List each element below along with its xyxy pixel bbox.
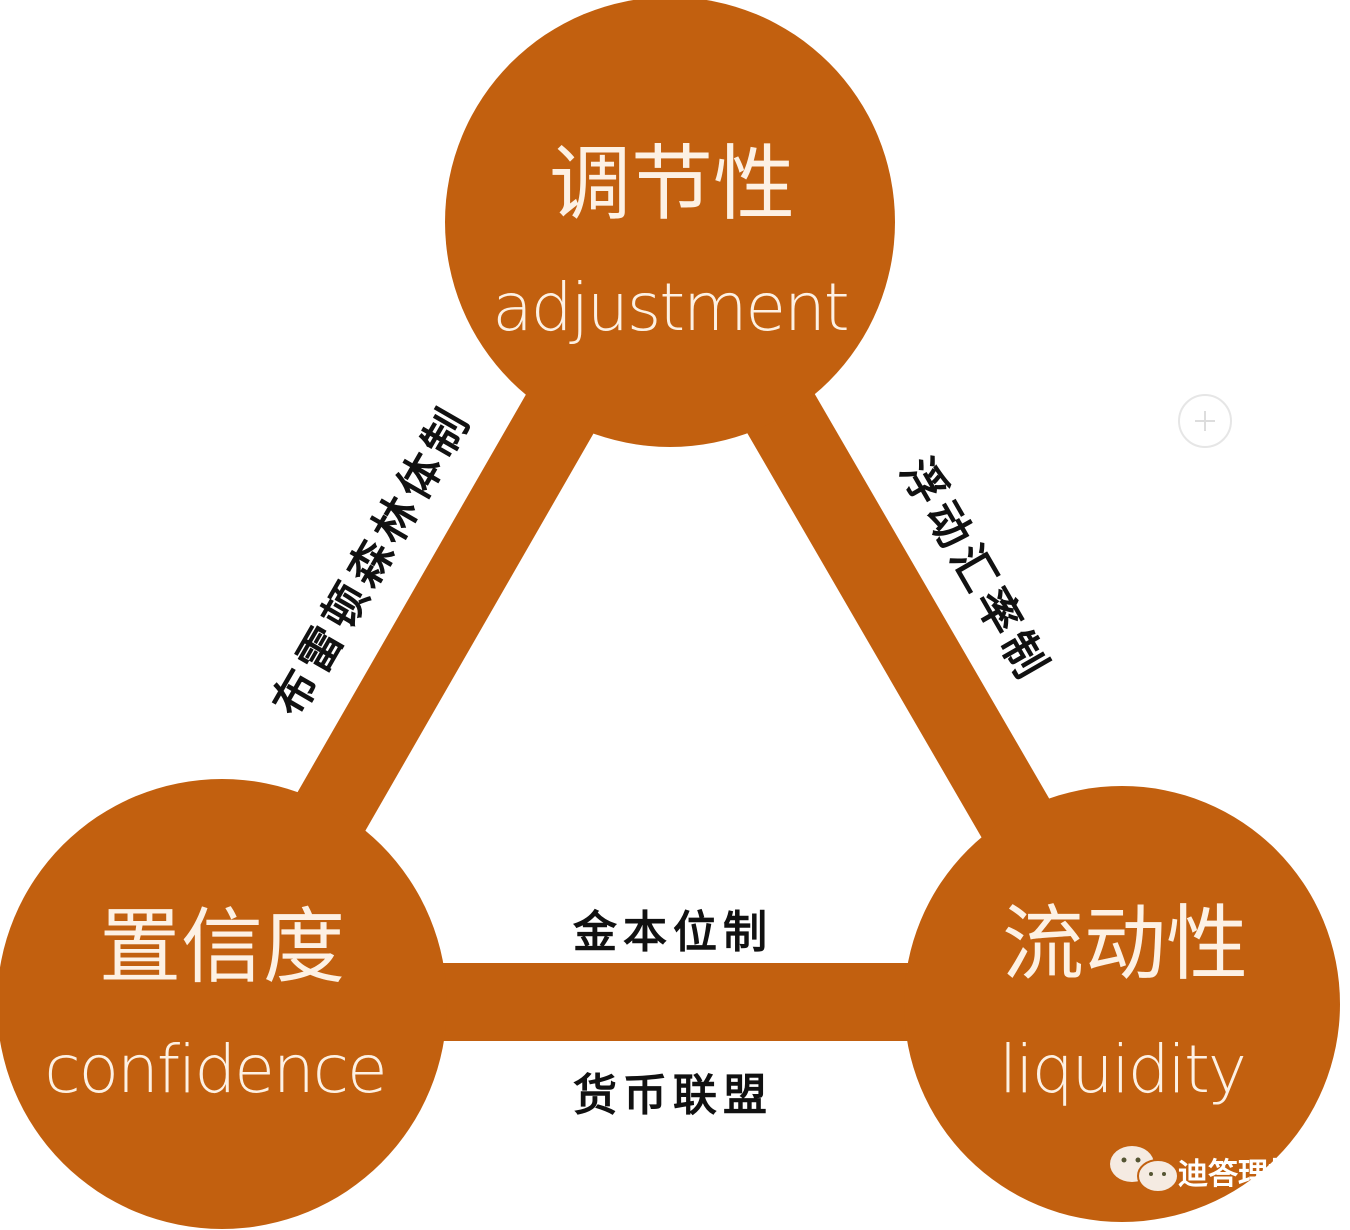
node-liquidity: [904, 786, 1340, 1222]
node-left-en: confidence: [44, 1031, 385, 1108]
node-confidence: [0, 779, 447, 1229]
node-right-en: liquidity: [999, 1031, 1245, 1108]
edge-label-bottom-bottom: 货币联盟: [573, 1070, 773, 1121]
plus-icon[interactable]: [1178, 394, 1232, 448]
node-left-cn: 置信度: [99, 900, 345, 995]
node-top-en: adjustment: [492, 269, 847, 346]
watermark-text: 迪答理投: [1178, 1157, 1298, 1192]
node-right-cn: 流动性: [1002, 897, 1248, 992]
node-adjustment: [445, 0, 895, 447]
node-top-cn: 调节性: [549, 137, 795, 232]
wechat-icon: [1110, 1146, 1179, 1193]
edge-label-bottom-top: 金本位制: [572, 907, 773, 958]
